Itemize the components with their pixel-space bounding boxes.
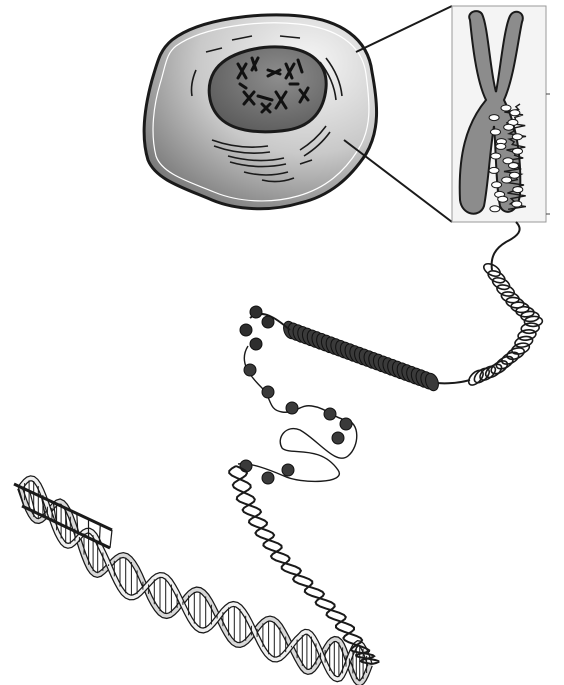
chromosome-loop <box>491 129 501 135</box>
chromosome-loop <box>504 124 514 130</box>
chromosome-loop <box>490 206 500 212</box>
chromosome-loop <box>498 196 508 202</box>
chromosome-loop <box>513 148 523 154</box>
fiber-bead <box>250 306 262 318</box>
nucleosome-bead <box>262 386 274 398</box>
nucleosome-bead <box>286 402 298 414</box>
spring-turn <box>466 368 486 388</box>
linker-dna <box>238 346 357 481</box>
helix-strand-b <box>20 478 370 679</box>
chromosome-loop <box>496 143 506 149</box>
dna-double-helix <box>14 466 379 683</box>
fiber-bead <box>240 324 252 336</box>
nucleosome-bead <box>282 464 294 476</box>
nucleosomes <box>238 346 357 484</box>
fiber-bead <box>262 316 274 328</box>
spring-turn <box>491 275 511 291</box>
ladder-rung <box>110 530 112 548</box>
chromosome-loop <box>509 163 519 169</box>
chromosome-loop <box>510 110 520 116</box>
chromosome-loop <box>512 201 522 207</box>
fiber-bead <box>250 338 262 350</box>
chromosome-loop <box>512 134 522 140</box>
supercoiled-fiber <box>428 261 543 387</box>
nucleosome-bead <box>324 408 336 420</box>
nucleosome-bead <box>244 364 256 376</box>
chromosome-loop <box>489 115 499 121</box>
spring-turn <box>514 335 534 349</box>
chromosome-loop <box>492 182 502 188</box>
chromatin-thread <box>492 222 520 270</box>
chromosome-loop <box>489 167 499 173</box>
helix-strand-a <box>20 488 370 683</box>
chromosome-loop <box>502 177 512 183</box>
chromosome-loop <box>501 105 511 111</box>
nucleosome-bead <box>262 472 274 484</box>
spring-turn <box>495 283 515 298</box>
spring-turn <box>521 322 540 334</box>
nucleosome-bead <box>332 432 344 444</box>
nucleus <box>209 47 326 132</box>
chromosome-loop <box>491 153 501 159</box>
spring-turn <box>517 329 536 342</box>
nucleosome-bead <box>340 418 352 430</box>
chromosome-loop <box>510 172 520 178</box>
chromosome-loop <box>513 187 523 193</box>
chromatin-fiber <box>240 306 441 393</box>
spring-turn <box>472 366 492 386</box>
chromosome-panel <box>452 6 550 222</box>
